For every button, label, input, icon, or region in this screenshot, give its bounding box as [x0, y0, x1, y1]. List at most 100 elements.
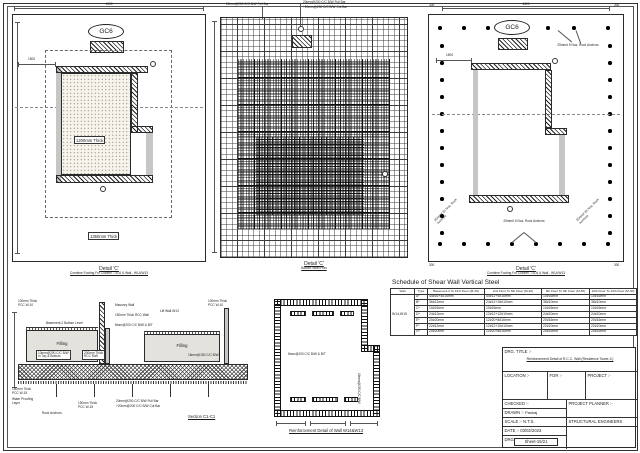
- steel-plan-caption-title: Detail 'C': [304, 261, 324, 267]
- label-wall-bars: 8mm@200 C/C B/W & B/T: [115, 323, 153, 327]
- outer-thickness-label: 1350mm Thick: [88, 232, 120, 241]
- steel-plan-ann-right2: +20mm@200 C/C B/W Cut Bar: [303, 5, 348, 9]
- planner-cell: PROJECT PLANNER :-: [567, 400, 637, 418]
- footing-right-frame: [428, 14, 624, 262]
- rock-anchor-dot: [440, 61, 444, 65]
- bar-group: [290, 311, 306, 316]
- footing-left-panel: 4300 GC6 1500 1200mm Thick 1350mm Thick: [12, 2, 206, 262]
- rock-anchor-dot: [546, 26, 550, 30]
- rcc-wall-strip: [105, 328, 110, 364]
- footing-right-caption-sub: Combine Footing For Column - GC6 & Wall …: [487, 271, 565, 275]
- marker-circle: [298, 26, 304, 32]
- rock-anchor-dot: [608, 163, 612, 167]
- filling-right-block: Filling: [144, 334, 220, 362]
- rock-anchor-dot: [608, 78, 612, 82]
- dim-line-top: [14, 6, 204, 11]
- dim-bottom-3: [350, 421, 378, 426]
- ring-bottom: [274, 410, 380, 417]
- sheet-inner-border: [7, 6, 634, 448]
- steel-plan-ann-right1: 20mm@200 C/C B/W Full Bar: [303, 0, 346, 4]
- for-cell: FOR :-: [548, 372, 586, 400]
- schedule-cell: 20#16mm: [541, 328, 590, 336]
- rock-anchor-dot: [606, 242, 610, 246]
- rock-anchor-hook: [56, 384, 57, 397]
- dim-corner-tr: 300: [614, 3, 620, 7]
- marker-circle-2: [382, 171, 388, 177]
- grid-bubble-label: GC6: [505, 23, 519, 31]
- bar-group: [312, 397, 338, 402]
- section-caption: Section C1-C1: [188, 414, 216, 419]
- footing-fill: [61, 73, 131, 175]
- wall-detail-panel: 8mm@200 C/C B/W & B/T 16mm@200 C/C B/W R…: [262, 283, 390, 435]
- rock-anchor-dot: [440, 197, 444, 201]
- rock-anchor-dot: [440, 214, 444, 218]
- rock-anchor-dot: [608, 129, 612, 133]
- footing-hatch-bottom: [469, 195, 569, 203]
- footing-right-caption-title: Detail 'C': [516, 266, 536, 272]
- footing-left-caption-title: Detail 'C': [99, 266, 119, 272]
- filling-left-label: Filling: [56, 341, 68, 346]
- schedule-cell: 12#20+8#16mm: [484, 328, 542, 336]
- label-basement-level: Basement-2 Bottom Level: [46, 321, 83, 325]
- rock-anchor-dot: [440, 231, 444, 235]
- ring-left: [274, 299, 281, 417]
- wall-detail-caption: Reinforcement Detail of Wall W14&W13: [288, 428, 364, 433]
- rock-anchor-hook: [94, 384, 95, 397]
- label-rock-anchors: Rock Anchors: [42, 411, 62, 415]
- rock-anchor-dot: [440, 95, 444, 99]
- waterproofing-band: [18, 381, 248, 384]
- rock-anchor-dot: [462, 26, 466, 30]
- dim-line-left: [12, 312, 17, 388]
- rock-anchor-dot: [440, 78, 444, 82]
- grid-bubble: GC6: [494, 20, 530, 35]
- steel-plan-caption-sub: Bottom Steel Plan: [301, 266, 327, 270]
- dim-bottom-1: [276, 421, 306, 426]
- footing-right-panel: 4300 300 300 300 300 GC6 1500 25mm# 5 No…: [428, 2, 624, 267]
- schedule-cell: G*: [414, 328, 428, 336]
- rock-anchor-dot: [608, 95, 612, 99]
- wall-detail-right-label: 16mm@200 C/C B/W: [357, 373, 361, 404]
- rock-anchor-hook: [132, 384, 133, 397]
- dim-bottom-2: [310, 421, 346, 426]
- rock-anchor-dot: [608, 231, 612, 235]
- grid-bubble: GC6: [88, 24, 124, 39]
- title-block: DRG. TITLE :- Reinforcement Detail of R.…: [502, 347, 637, 449]
- schedule-wall-cell: W14,W15: [390, 293, 415, 336]
- dim-corner-tl: 300: [429, 3, 435, 7]
- dim-top-label: 4300: [522, 2, 530, 6]
- label-raft-bars: 16mm@150 C/C B/W: [188, 353, 219, 357]
- location-cell: LOCATION :-: [503, 372, 548, 400]
- bar-group: [340, 311, 354, 316]
- footing-hatch-bottom: [56, 175, 153, 183]
- ann-leader-right: [300, 4, 301, 26]
- rock-anchor-dot: [608, 146, 612, 150]
- dim-line-top: [442, 6, 610, 11]
- inner-thickness-label: 1200mm Thick: [74, 136, 106, 145]
- rock-anchor-dot: [510, 242, 514, 246]
- dim-corner-br: 300: [614, 263, 620, 267]
- ring-right-upper: [361, 299, 368, 352]
- empty-cell: [567, 427, 637, 449]
- footing-left-frame: [12, 14, 206, 262]
- schedule-cell: 20#20mm: [427, 328, 485, 336]
- rock-anchor-dot: [558, 242, 562, 246]
- footing-left-caption-sub: Combine Footing For Column - GC6 & Wall …: [70, 271, 148, 275]
- rock-anchor-dot: [440, 163, 444, 167]
- rock-anchor-dot: [438, 242, 442, 246]
- footing-dashed-outline: [45, 50, 172, 218]
- rock-anchor-hook: [170, 384, 171, 397]
- label-masonry: Masonry Wall: [115, 303, 135, 307]
- marker-circle-bottom: [100, 186, 106, 192]
- footing-hatch-top: [471, 63, 551, 70]
